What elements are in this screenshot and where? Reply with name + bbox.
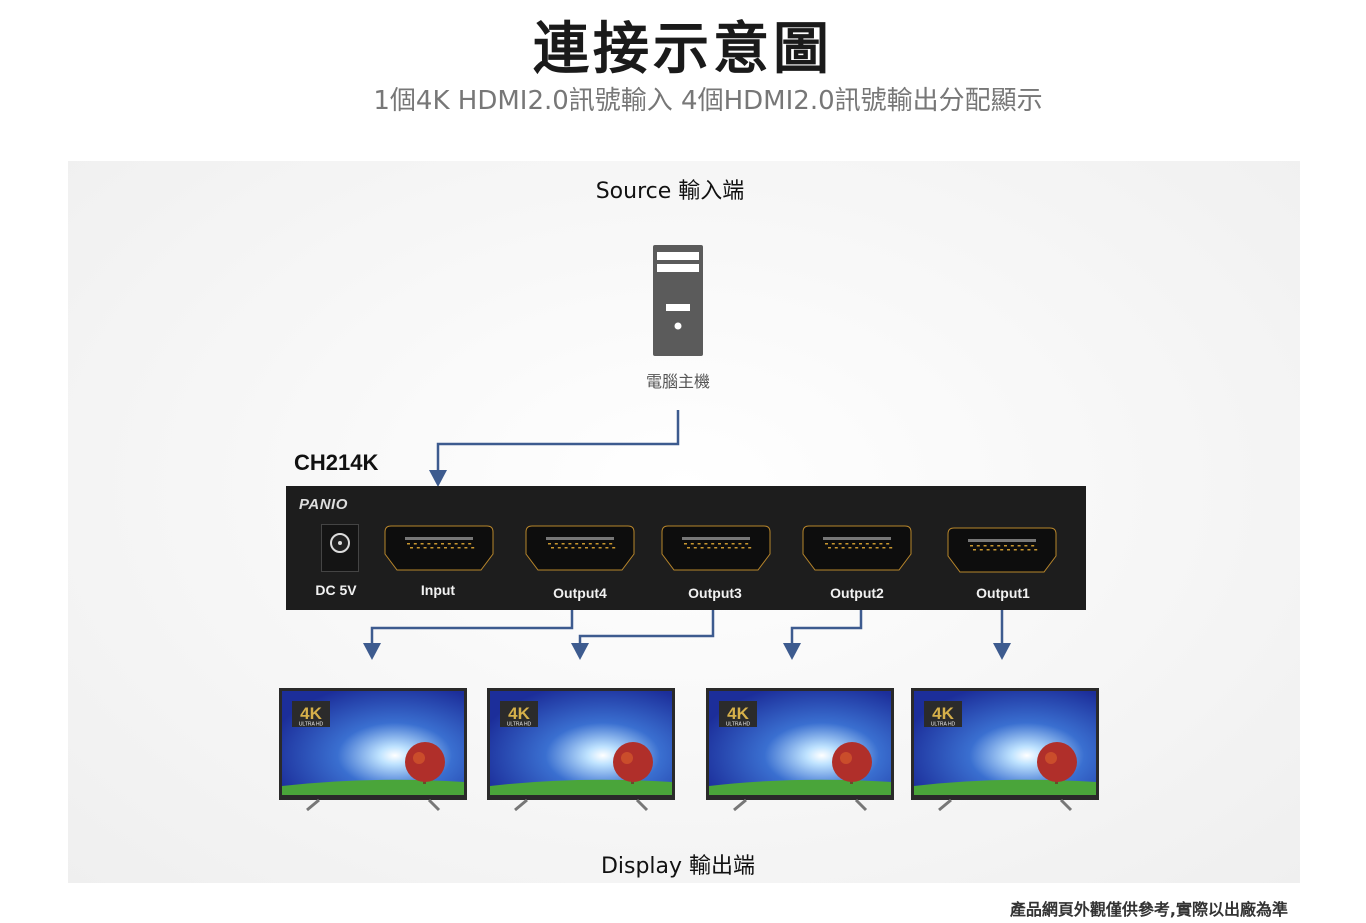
tv-badge-ultrahd: ULTRA HD xyxy=(726,722,751,728)
port-label-output4: Output4 xyxy=(553,585,607,601)
tv-badge-ultrahd: ULTRA HD xyxy=(507,722,532,728)
hdmi-port-icon xyxy=(661,525,771,571)
pc-label: 電腦主機 xyxy=(645,372,710,391)
tv-badge-ultrahd: ULTRA HD xyxy=(931,722,956,728)
tv-badge-4k: 4K xyxy=(300,704,322,723)
splitter-device: PANIO DC 5V Input Output4 Output3 Output… xyxy=(286,486,1086,610)
arrowhead-tv1 xyxy=(363,643,381,660)
hdmi-port-icon xyxy=(525,525,635,571)
hdmi-port-icon xyxy=(802,525,912,571)
brand-logo: PANIO xyxy=(299,496,348,513)
tv-display-3: 4K ULTRA HD xyxy=(706,688,894,812)
output2-arrow xyxy=(790,610,863,645)
tv-badge-4k: 4K xyxy=(932,704,954,723)
tv-display-1: 4K ULTRA HD xyxy=(279,688,467,812)
tv-display-2: 4K ULTRA HD xyxy=(487,688,675,812)
tv-badge-4k: 4K xyxy=(727,704,749,723)
model-name: CH214K xyxy=(294,450,379,475)
hdmi-port-icon xyxy=(947,527,1057,573)
port-label-output2: Output2 xyxy=(830,585,884,601)
arrowhead-tv4 xyxy=(993,643,1011,660)
page-subtitle: 1個4K HDMI2.0訊號輸入 4個HDMI2.0訊號輸出分配顯示 xyxy=(373,86,1043,116)
port-label-output1: Output1 xyxy=(976,585,1030,601)
hdmi-port-icon xyxy=(384,525,494,571)
port-label-output3: Output3 xyxy=(688,585,742,601)
computer-tower-icon xyxy=(653,245,703,356)
tv-badge-ultrahd: ULTRA HD xyxy=(299,722,324,728)
page-title: 連接示意圖 xyxy=(533,17,833,82)
arrowhead-tv3 xyxy=(783,643,801,660)
port-label-dc: DC 5V xyxy=(315,582,357,598)
source-label: Source 輸入端 xyxy=(595,179,745,204)
arrowhead-input xyxy=(429,470,447,487)
arrowhead-tv2 xyxy=(571,643,589,660)
dc-jack-icon xyxy=(321,524,359,572)
tv-badge-4k: 4K xyxy=(508,704,530,723)
hdmi-ports xyxy=(384,525,1057,573)
port-label-input: Input xyxy=(420,582,456,598)
display-label: Display 輸出端 xyxy=(600,854,756,879)
output4-arrow xyxy=(370,610,574,645)
footer-note: 產品網頁外觀僅供參考,實際以出廠為準 xyxy=(1009,900,1288,919)
tv-display-4: 4K ULTRA HD xyxy=(911,688,1099,812)
output3-arrow xyxy=(578,610,715,645)
input-arrow xyxy=(436,410,680,470)
